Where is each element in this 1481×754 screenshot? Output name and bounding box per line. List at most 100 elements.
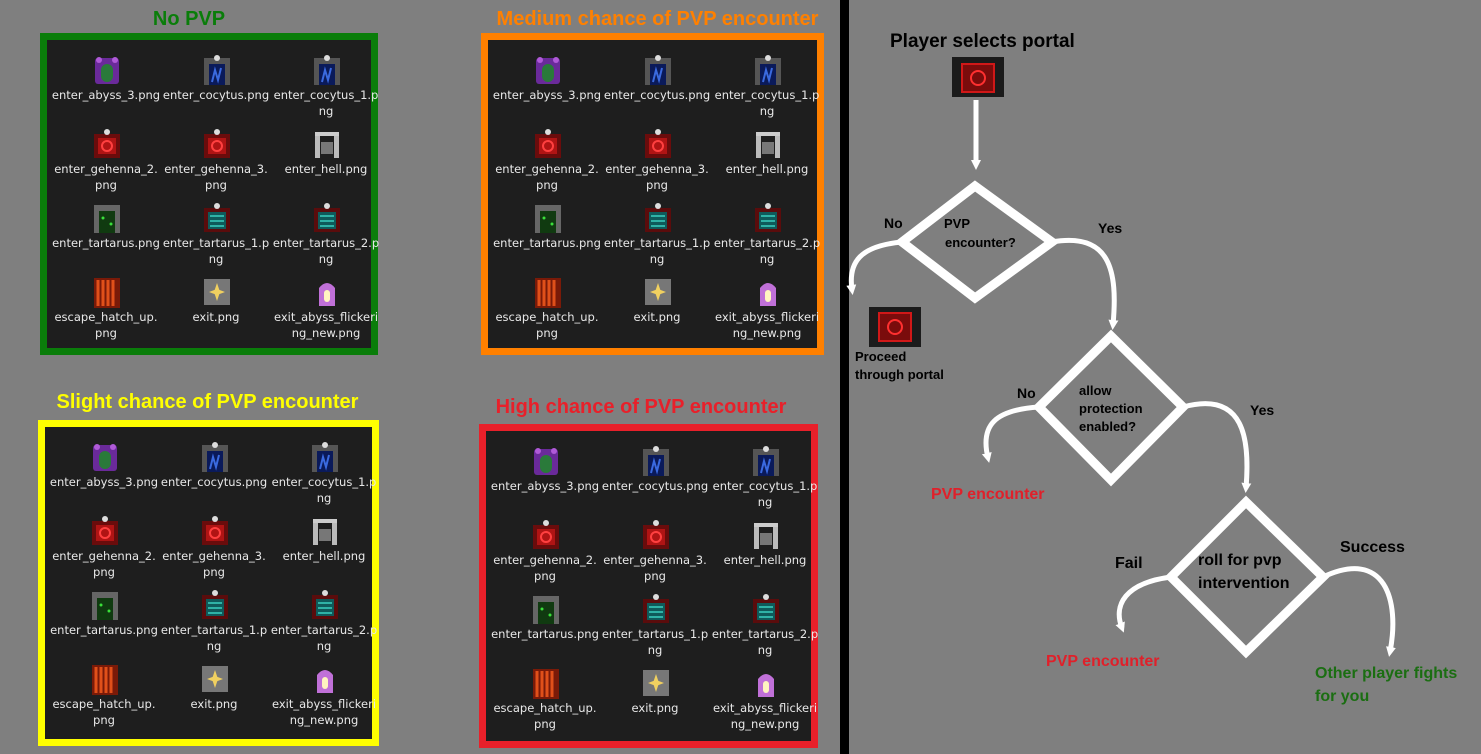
no1-label: No	[884, 215, 903, 231]
file-name-label: enter_abyss_3.png	[49, 475, 159, 489]
slight-pvp-file-item[interactable]: enter_hell.png	[269, 515, 379, 589]
high-pvp-file-item[interactable]: enter_gehenna_3.png	[600, 519, 710, 593]
medium-pvp-file-item[interactable]: enter_tartarus.png	[492, 202, 602, 276]
yes2-label: Yes	[1250, 402, 1275, 418]
cocytus-gate-icon	[199, 441, 231, 473]
medium-pvp-file-item[interactable]: enter_gehenna_2.png	[492, 128, 602, 202]
tartarus-gate-icon	[530, 593, 562, 625]
no-pvp-file-item[interactable]: enter_gehenna_3.png	[161, 128, 271, 202]
medium-pvp-heading: Medium chance of PVP encounter	[496, 8, 819, 30]
slight-pvp-file-item[interactable]: enter_gehenna_2.png	[49, 515, 159, 589]
proceed-line1: Proceed	[855, 349, 907, 364]
arrow-yes2	[1182, 401, 1252, 493]
no-pvp-file-item[interactable]: enter_gehenna_2.png	[51, 128, 161, 202]
no-pvp-file-item[interactable]: escape_hatch_up.png	[51, 276, 161, 350]
medium-pvp-file-item[interactable]: escape_hatch_up.png	[492, 276, 602, 350]
file-name-label: exit_abyss_flickering_new.png	[273, 310, 379, 340]
gehenna-portal-icon	[201, 128, 233, 160]
gehenna-portal-icon	[642, 128, 674, 160]
slight-pvp-file-item[interactable]: enter_abyss_3.png	[49, 441, 159, 515]
no-pvp-file-item[interactable]: enter_cocytus.png	[161, 54, 271, 128]
gehenna-portal-icon	[530, 519, 562, 551]
escape-hatch-icon	[532, 276, 564, 308]
high-pvp-file-item[interactable]: enter_tartarus_2.png	[710, 593, 820, 667]
decision2-line1: allow	[1079, 383, 1112, 398]
file-name-label: enter_tartarus_2.png	[270, 623, 378, 653]
medium-pvp-file-item[interactable]: enter_tartarus_2.png	[712, 202, 822, 276]
file-name-label: enter_gehenna_2.png	[495, 162, 599, 192]
slight-pvp-file-item[interactable]: enter_cocytus.png	[159, 441, 269, 515]
medium-pvp-file-item[interactable]: exit_abyss_flickering_new.png	[712, 276, 822, 350]
medium-pvp-file-item[interactable]: enter_abyss_3.png	[492, 54, 602, 128]
slight-pvp-file-item[interactable]: escape_hatch_up.png	[49, 663, 159, 737]
decision3-diamond	[1164, 495, 1330, 659]
tartarus-portal-icon	[640, 593, 672, 625]
high-pvp-file-item[interactable]: enter_abyss_3.png	[490, 445, 600, 519]
medium-pvp-file-item[interactable]: enter_gehenna_3.png	[602, 128, 712, 202]
fights-line2: for you	[1315, 688, 1370, 705]
no-pvp-file-item[interactable]: enter_abyss_3.png	[51, 54, 161, 128]
file-name-label: enter_gehenna_3.png	[603, 553, 707, 583]
medium-pvp-file-item[interactable]: enter_tartarus_1.png	[602, 202, 712, 276]
no-pvp-file-item[interactable]: enter_tartarus_2.png	[271, 202, 381, 276]
file-name-label: exit.png	[190, 697, 238, 711]
medium-pvp-file-item[interactable]: enter_cocytus_1.png	[712, 54, 822, 128]
slight-pvp-file-item[interactable]: enter_tartarus_2.png	[269, 589, 379, 663]
file-name-label: enter_hell.png	[284, 162, 368, 176]
no-pvp-file-item[interactable]: enter_tartarus_1.png	[161, 202, 271, 276]
high-pvp-file-item[interactable]: enter_tartarus_1.png	[600, 593, 710, 667]
file-name-label: enter_tartarus_2.png	[713, 236, 821, 266]
no-pvp-file-item[interactable]: enter_hell.png	[271, 128, 381, 202]
high-pvp-file-item[interactable]: enter_cocytus.png	[600, 445, 710, 519]
slight-pvp-file-item[interactable]: exit_abyss_flickering_new.png	[269, 663, 379, 737]
decision2-line2: protection	[1079, 401, 1143, 416]
hell-gate-icon	[750, 519, 782, 551]
file-name-label: enter_gehenna_2.png	[493, 553, 597, 583]
file-name-label: enter_gehenna_2.png	[52, 549, 156, 579]
arrow-fail	[1115, 574, 1172, 633]
no-pvp-file-item[interactable]: exit_abyss_flickering_new.png	[271, 276, 381, 350]
slight-pvp-file-item[interactable]: exit.png	[159, 663, 269, 737]
file-name-label: enter_gehenna_3.png	[605, 162, 709, 192]
file-name-label: enter_cocytus_1.png	[712, 479, 818, 509]
slight-pvp-file-item[interactable]: enter_tartarus_1.png	[159, 589, 269, 663]
file-name-label: enter_tartarus.png	[493, 236, 601, 250]
tartarus-portal-icon	[750, 593, 782, 625]
arrow-success	[1321, 566, 1396, 657]
high-pvp-file-item[interactable]: enter_hell.png	[710, 519, 820, 593]
cocytus-gate-icon	[642, 54, 674, 86]
abyss-portal-icon	[91, 54, 123, 86]
high-pvp-file-item[interactable]: exit.png	[600, 667, 710, 741]
slight-pvp-file-item[interactable]: enter_cocytus_1.png	[269, 441, 379, 515]
file-name-label: enter_cocytus.png	[603, 88, 711, 102]
file-name-label: enter_abyss_3.png	[490, 479, 600, 493]
medium-pvp-file-item[interactable]: exit.png	[602, 276, 712, 350]
hell-gate-icon	[309, 515, 341, 547]
file-name-label: enter_hell.png	[725, 162, 809, 176]
medium-pvp-file-item[interactable]: enter_cocytus.png	[602, 54, 712, 128]
cocytus-gate-icon	[640, 445, 672, 477]
high-pvp-file-item[interactable]: enter_cocytus_1.png	[710, 445, 820, 519]
no-pvp-file-item[interactable]: enter_tartarus.png	[51, 202, 161, 276]
file-name-label: enter_gehenna_3.png	[162, 549, 266, 579]
file-name-label: exit_abyss_flickering_new.png	[712, 701, 818, 731]
exit-stairs-icon	[642, 276, 674, 308]
gehenna-portal-icon	[91, 128, 123, 160]
gehenna-portal-icon	[199, 515, 231, 547]
high-pvp-file-item[interactable]: enter_tartarus.png	[490, 593, 600, 667]
slight-pvp-file-item[interactable]: enter_tartarus.png	[49, 589, 159, 663]
tartarus-portal-icon	[309, 589, 341, 621]
medium-pvp-file-item[interactable]: enter_hell.png	[712, 128, 822, 202]
exit-stairs-icon	[640, 667, 672, 699]
high-pvp-file-item[interactable]: escape_hatch_up.png	[490, 667, 600, 741]
no-pvp-file-item[interactable]: exit.png	[161, 276, 271, 350]
escape-hatch-icon	[530, 667, 562, 699]
high-pvp-file-item[interactable]: enter_gehenna_2.png	[490, 519, 600, 593]
no-pvp-file-item[interactable]: enter_cocytus_1.png	[271, 54, 381, 128]
slight-pvp-file-item[interactable]: enter_gehenna_3.png	[159, 515, 269, 589]
abyss-exit-icon	[309, 663, 341, 695]
high-pvp-file-item[interactable]: exit_abyss_flickering_new.png	[710, 667, 820, 741]
file-name-label: enter_gehenna_3.png	[164, 162, 268, 192]
